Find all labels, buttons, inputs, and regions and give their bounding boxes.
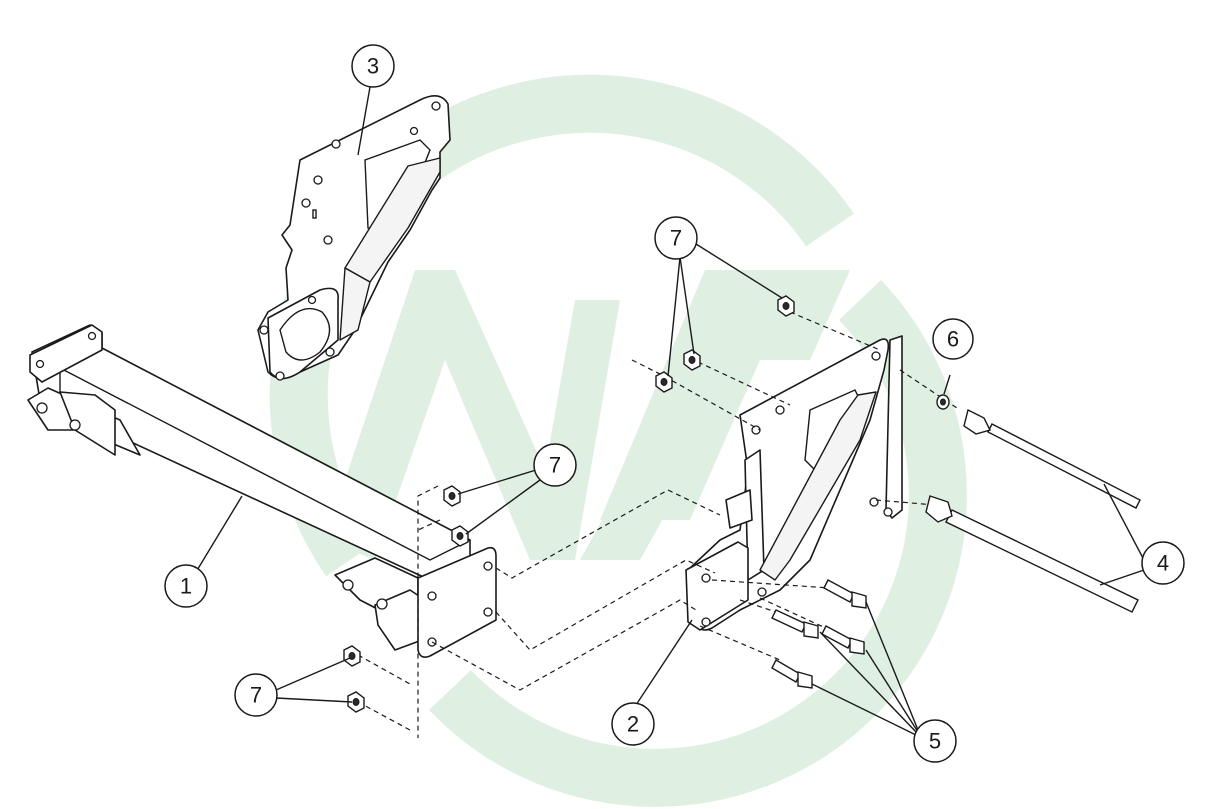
nut-center-1: [443, 485, 461, 507]
nut-lower-left-2: [347, 691, 365, 713]
part-3-bracket: [257, 95, 451, 381]
part-2-side-bracket: [685, 335, 903, 631]
callout-1: 1: [164, 564, 208, 608]
leader-lines: [195, 86, 1145, 737]
callout-4-label: 4: [1157, 551, 1169, 576]
callout-7-lower-left: 7: [234, 673, 278, 717]
nut-upper-right-3: [655, 371, 673, 393]
callout-3: 3: [351, 44, 395, 88]
callout-7-upper-right: 7: [654, 216, 698, 260]
callout-7b-label: 7: [549, 453, 561, 478]
nut-center-2: [451, 525, 469, 547]
part-4-long-bolts: [925, 408, 1141, 613]
callout-7a-label: 7: [670, 226, 682, 251]
callout-4: 4: [1141, 541, 1185, 585]
callout-7-center: 7: [533, 443, 577, 487]
callout-2: 2: [611, 702, 655, 746]
part-6-washer: [936, 394, 950, 410]
callout-3-label: 3: [367, 54, 379, 79]
nut-upper-right-1: [777, 295, 795, 317]
nut-lower-left-1: [343, 645, 361, 667]
part-1-crossbar-tube: [27, 324, 497, 658]
nut-upper-right-2: [683, 349, 701, 371]
callout-6-label: 6: [947, 327, 959, 352]
callout-5-label: 5: [929, 729, 941, 754]
callout-6: 6: [932, 318, 974, 360]
part-7-nuts: [343, 295, 795, 713]
callout-1-label: 1: [180, 574, 192, 599]
callout-5: 5: [913, 719, 957, 763]
callout-2-label: 2: [627, 712, 639, 737]
callout-7c-label: 7: [250, 683, 262, 708]
part-5-short-bolts: [771, 579, 867, 689]
